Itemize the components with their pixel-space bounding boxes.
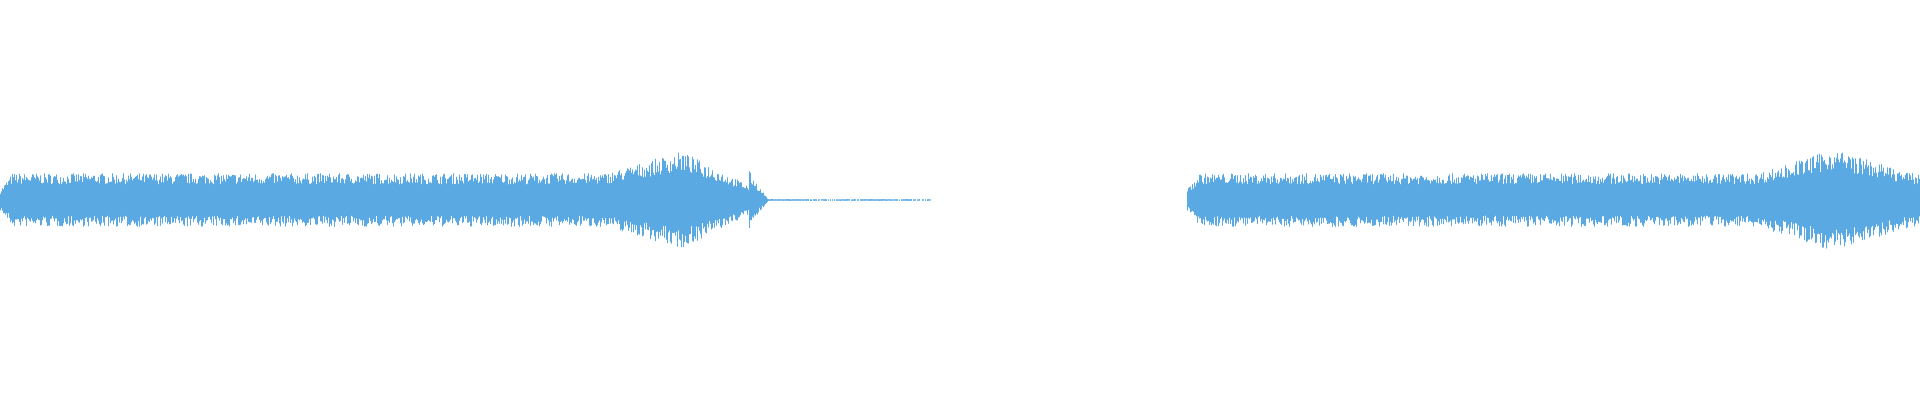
second-clip-waveform	[1187, 152, 1920, 249]
first-clip-waveform	[0, 152, 931, 248]
